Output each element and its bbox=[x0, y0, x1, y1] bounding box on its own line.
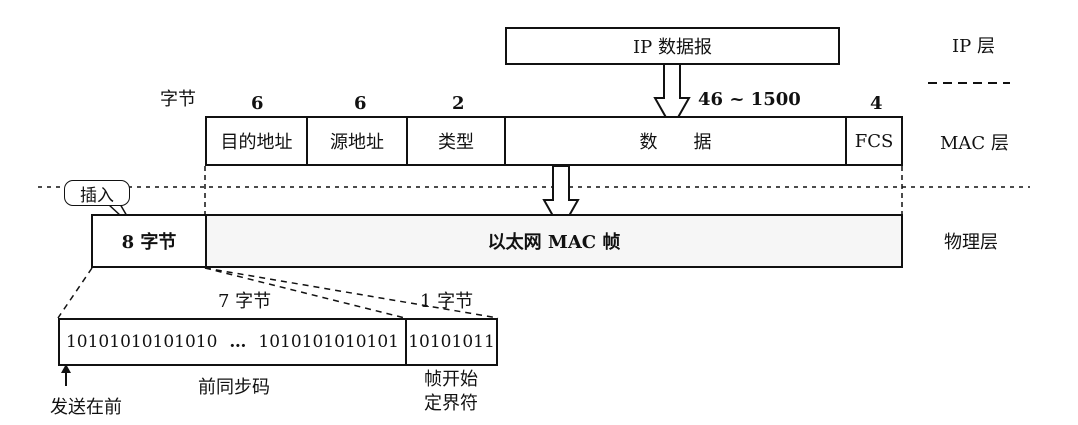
mac-field-src: 源地址 bbox=[308, 118, 408, 164]
field-size-src: 6 bbox=[354, 93, 367, 114]
preamble-bits: 10101010101010 … 1010101010101 bbox=[60, 320, 407, 364]
ip-datagram-label: IP 数据报 bbox=[633, 37, 712, 58]
zoom-line-right bbox=[204, 267, 499, 319]
preamble-bits-ellipsis: … bbox=[229, 332, 247, 352]
bit-sequence-box: 10101010101010 … 1010101010101 10101011 bbox=[58, 318, 498, 366]
zoom-line-left bbox=[57, 267, 93, 319]
preamble-bytes-label: 7 字节 bbox=[218, 291, 272, 312]
mac-field-dest: 目的地址 bbox=[207, 118, 308, 164]
preamble-sfd-box: 8 字节 bbox=[91, 214, 207, 268]
zoom-line-middle bbox=[204, 267, 406, 319]
field-size-data: 46 ~ 1500 bbox=[698, 89, 801, 110]
bytes-label: 字节 bbox=[160, 89, 196, 110]
field-size-dest: 6 bbox=[251, 93, 264, 114]
insert-callout: 插入 bbox=[64, 180, 130, 206]
sfd-caption-line2: 定界符 bbox=[424, 393, 478, 414]
mac-field-fcs: FCS bbox=[854, 130, 894, 152]
ethernet-mac-frame-box: 以太网 MAC 帧 bbox=[205, 214, 903, 268]
preamble-bits-start: 10101010101010 bbox=[65, 332, 218, 352]
preamble-caption: 前同步码 bbox=[198, 377, 270, 398]
ethernet-mac-frame-label: 以太网 MAC 帧 bbox=[487, 232, 621, 253]
sfd-caption-line1: 帧开始 bbox=[424, 369, 478, 390]
field-size-type: 2 bbox=[452, 93, 465, 114]
sfd-bits: 10101011 bbox=[408, 332, 495, 352]
ip-datagram-box: IP 数据报 bbox=[505, 27, 840, 65]
mac-field-data: 数 据 bbox=[506, 118, 847, 164]
ip-layer-label: IP 层 bbox=[952, 36, 995, 57]
insert-label: 插入 bbox=[80, 185, 114, 206]
mac-layer-label: MAC 层 bbox=[940, 133, 1009, 154]
mac-frame: 目的地址 源地址 类型 数 据 FCS bbox=[205, 116, 903, 166]
field-size-fcs: 4 bbox=[870, 93, 883, 114]
send-first-arrowhead bbox=[61, 364, 71, 373]
mac-field-type: 类型 bbox=[408, 118, 506, 164]
physical-layer-label: 物理层 bbox=[944, 232, 998, 253]
preamble-sfd-bytes: 8 字节 bbox=[121, 232, 177, 253]
ip-to-mac-arrow bbox=[653, 63, 691, 131]
preamble-bits-end: 1010101010101 bbox=[258, 332, 399, 352]
send-first-label: 发送在前 bbox=[50, 397, 122, 418]
sfd-bytes-label: 1 字节 bbox=[420, 291, 474, 312]
